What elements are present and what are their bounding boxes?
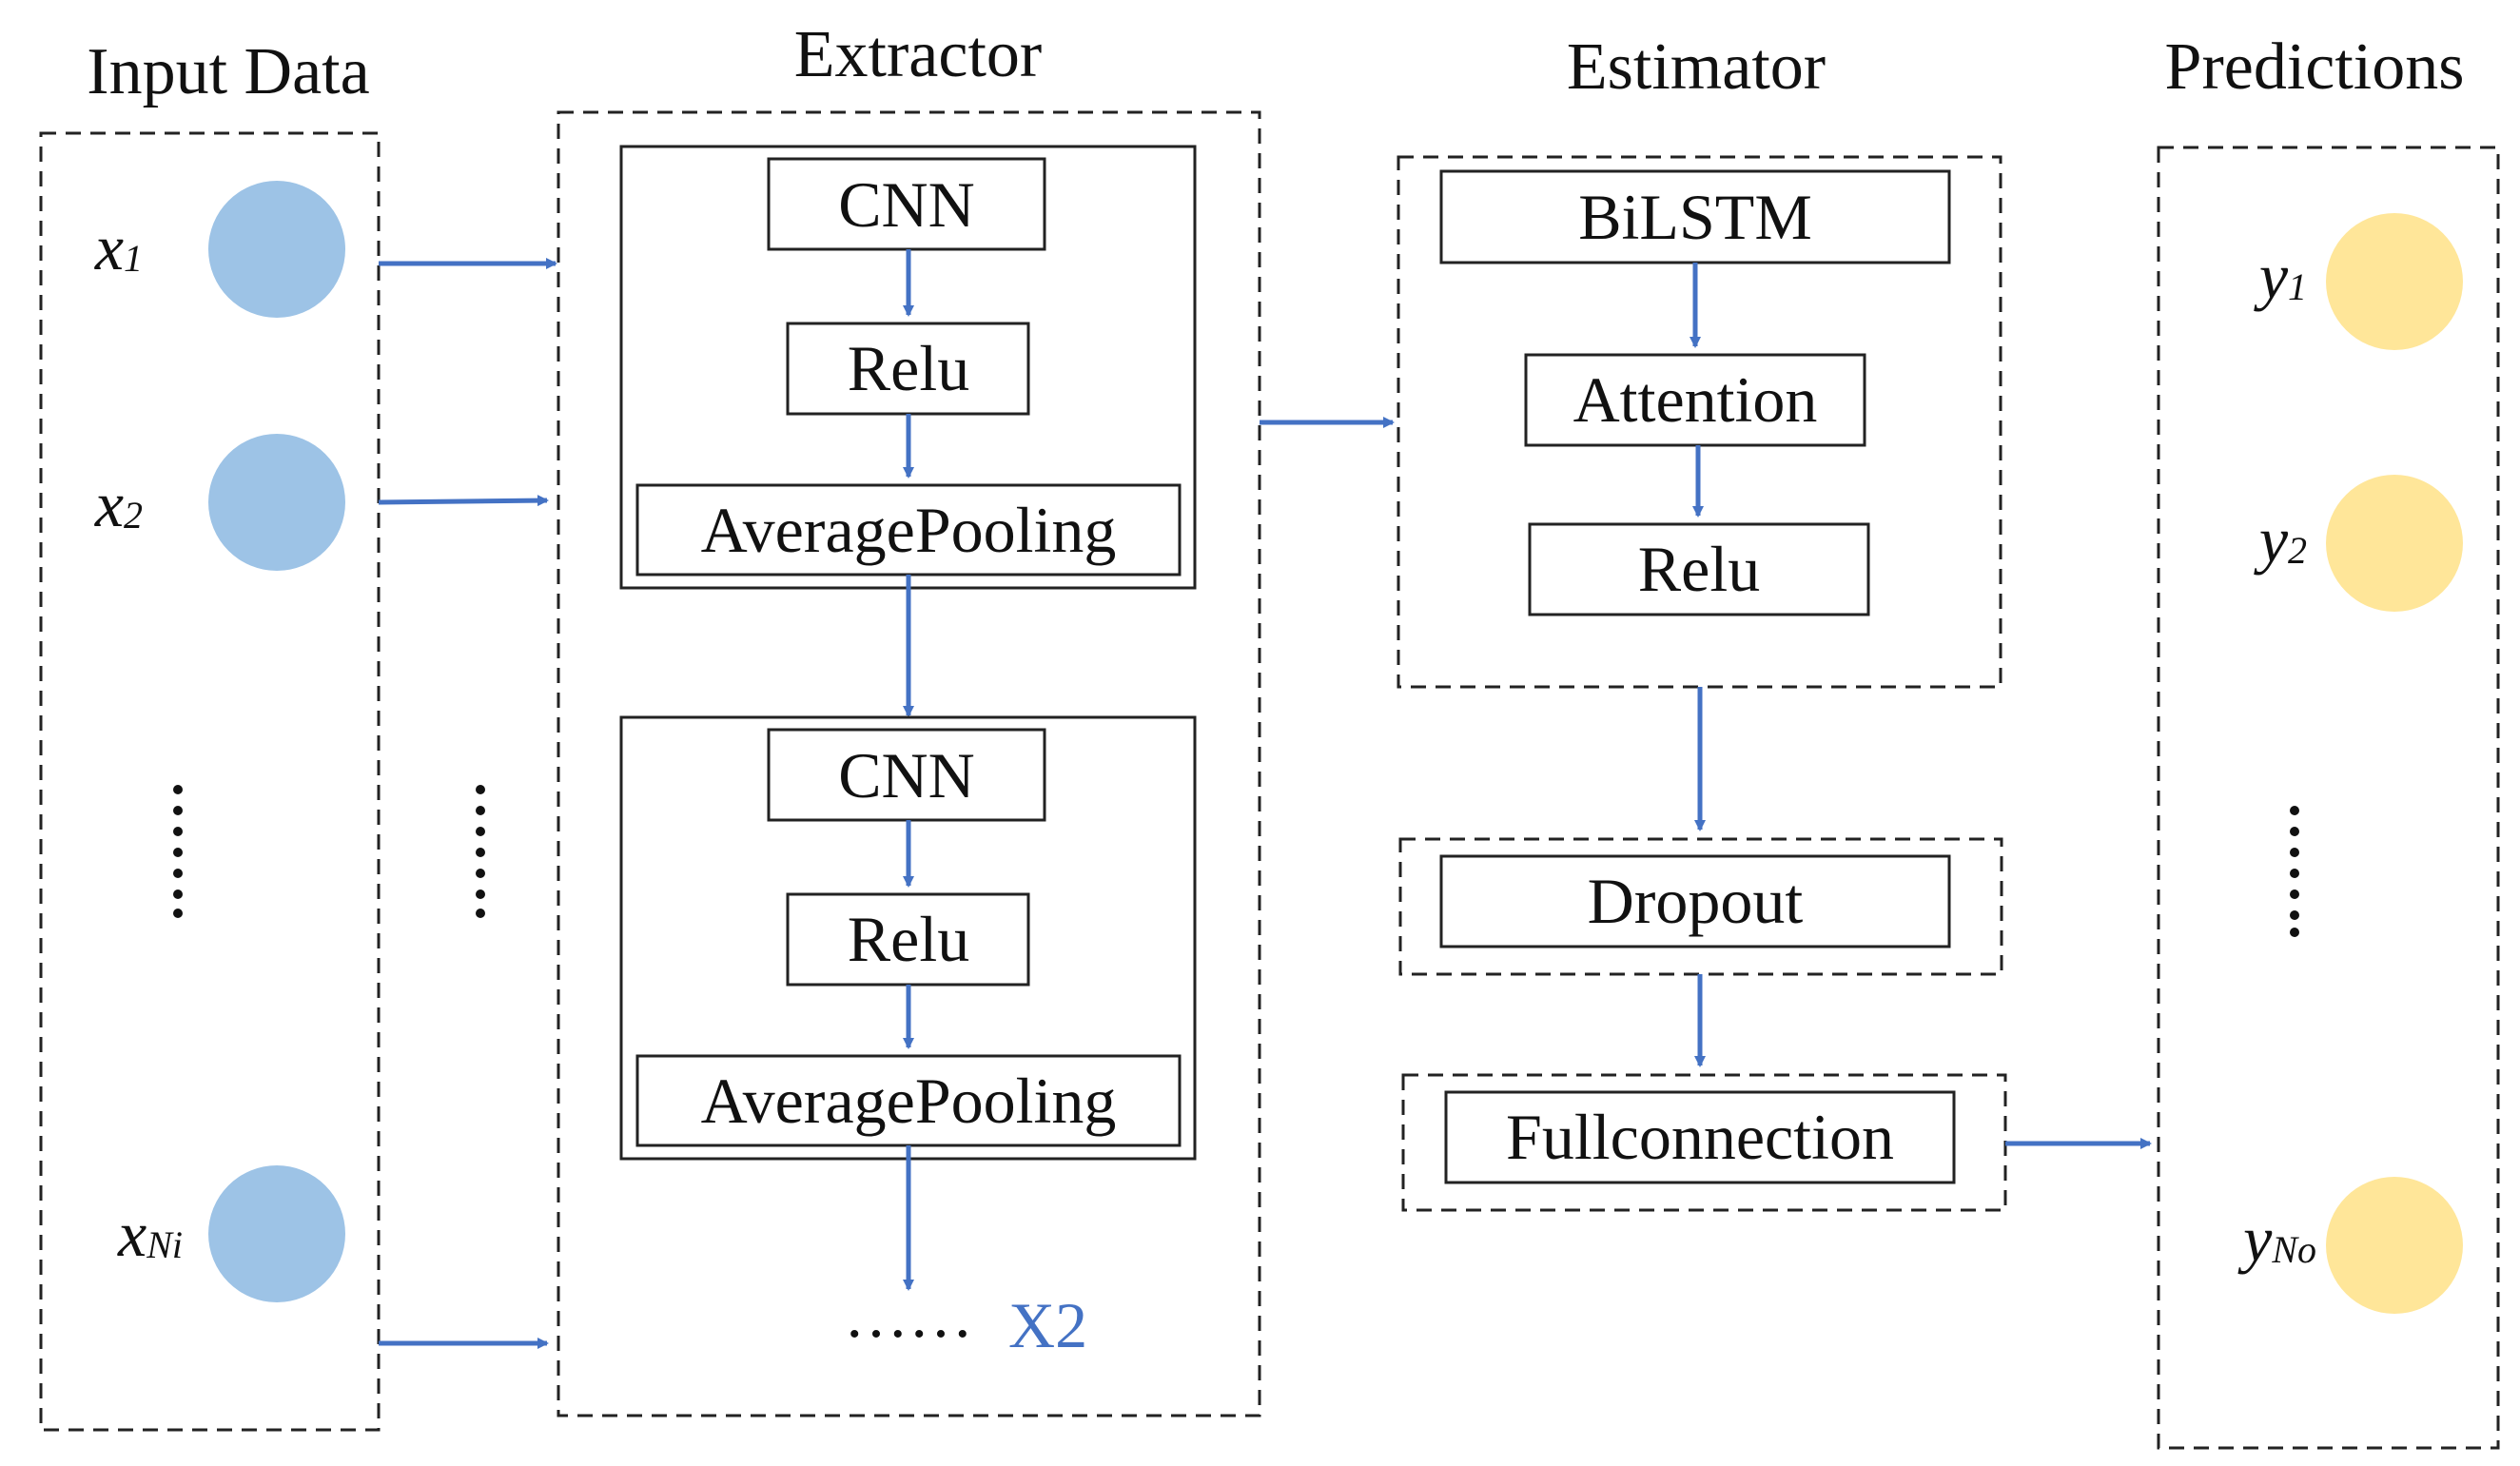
block-2-pooling-label: AveragePooling bbox=[701, 1065, 1117, 1137]
dropout-label: Dropout bbox=[1588, 865, 1804, 937]
block-1-pooling-label: AveragePooling bbox=[701, 494, 1117, 566]
predictions-title: Predictions bbox=[2165, 30, 2465, 104]
output-node-no: yNo bbox=[2237, 1177, 2463, 1314]
input-ellipsis-dots bbox=[173, 785, 183, 918]
output-ellipsis-dots bbox=[2290, 806, 2299, 937]
extractor-title: Extractor bbox=[794, 18, 1042, 91]
fullconnection-box bbox=[1444, 1090, 1956, 1184]
input-node-ni-label: xNi bbox=[117, 1198, 183, 1270]
block-2-relu-box bbox=[786, 892, 1030, 987]
input-data-title: Input Data bbox=[87, 35, 369, 108]
block-2-pooling-box bbox=[635, 1054, 1182, 1147]
fullconnection-label: Fullconnection bbox=[1506, 1101, 1894, 1173]
bilstm-box bbox=[1439, 169, 1951, 264]
output-node-1: y1 bbox=[2254, 213, 2463, 350]
attention-box bbox=[1524, 353, 1866, 447]
dropout-box bbox=[1439, 854, 1951, 948]
input-node-1-label: x1 bbox=[94, 211, 143, 283]
block-2-cnn-box bbox=[767, 728, 1046, 822]
repeat-ellipsis: …… bbox=[844, 1279, 973, 1351]
output-node-no-circle bbox=[2326, 1177, 2463, 1314]
block-2-cnn-label: CNN bbox=[838, 739, 975, 811]
arrow-ellipsis-dots bbox=[476, 785, 485, 918]
output-node-2-circle bbox=[2326, 475, 2463, 612]
output-node-2-label: y2 bbox=[2254, 503, 2307, 576]
estimator-relu-label: Relu bbox=[1638, 533, 1760, 605]
block-1-cnn-label: CNN bbox=[838, 168, 975, 241]
bilstm-label: BiLSTM bbox=[1578, 181, 1812, 253]
repeat-count-label: X2 bbox=[1008, 1289, 1087, 1361]
input-node-ni-circle bbox=[208, 1165, 345, 1302]
output-node-1-circle bbox=[2326, 213, 2463, 350]
output-node-1-label: y1 bbox=[2254, 240, 2307, 312]
block-1-relu-label: Relu bbox=[848, 332, 969, 404]
input-node-2-circle bbox=[208, 434, 345, 571]
output-node-no-label: yNo bbox=[2237, 1202, 2316, 1275]
input-node-1: x1 bbox=[94, 181, 345, 318]
dropout-panel bbox=[1398, 837, 2003, 976]
block-2-relu-label: Relu bbox=[848, 903, 969, 975]
input-node-1-circle bbox=[208, 181, 345, 318]
estimator-panel bbox=[1397, 155, 2002, 689]
input-node-ni: xNi bbox=[117, 1165, 345, 1302]
estimator-relu-box bbox=[1528, 522, 1870, 616]
arrow-input-2-to-extractor bbox=[378, 495, 549, 507]
estimator-title: Estimator bbox=[1567, 30, 1826, 104]
attention-label: Attention bbox=[1573, 363, 1818, 436]
input-node-2: x2 bbox=[94, 434, 345, 571]
input-node-2-label: x2 bbox=[94, 468, 143, 540]
output-node-2: y2 bbox=[2254, 475, 2463, 612]
extractor-panel bbox=[557, 110, 1261, 1417]
predictions-panel bbox=[2157, 146, 2500, 1450]
